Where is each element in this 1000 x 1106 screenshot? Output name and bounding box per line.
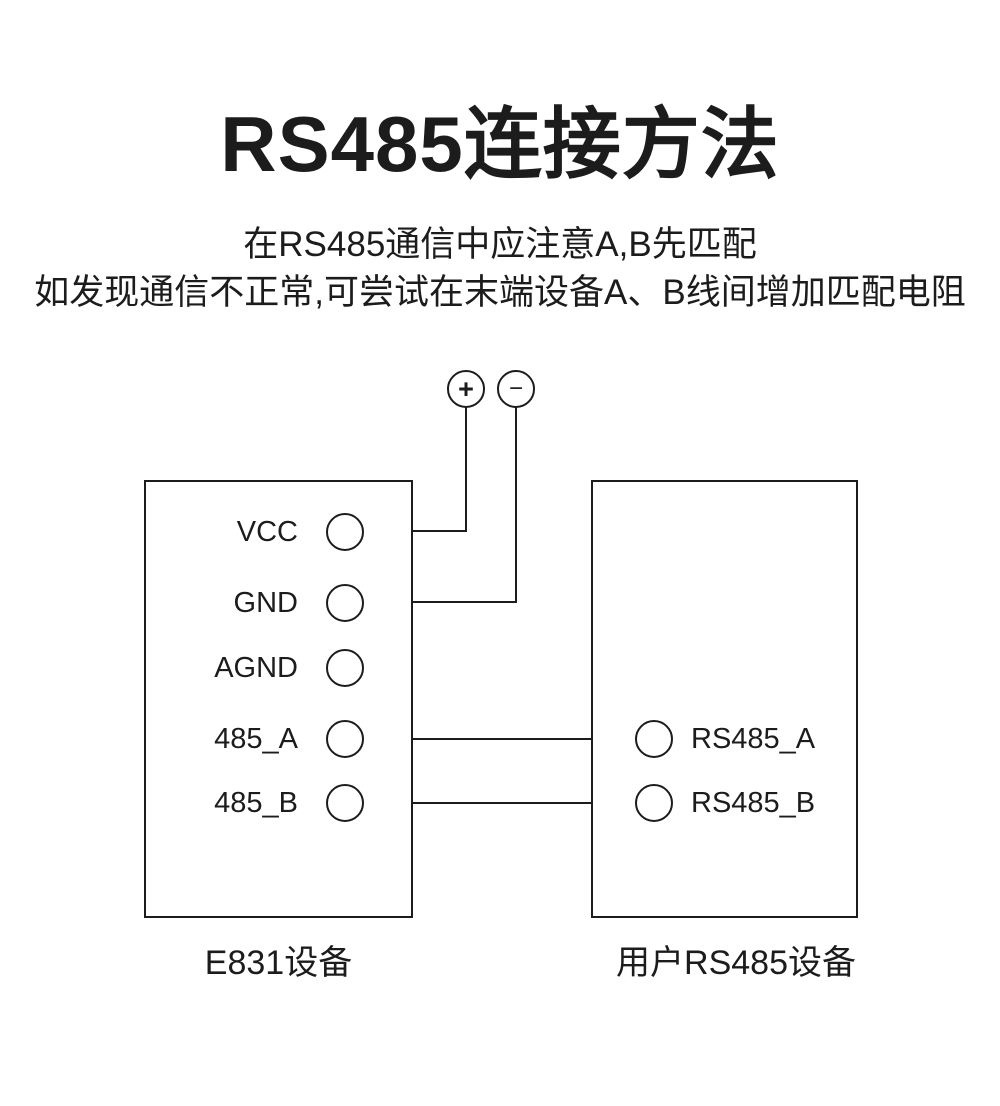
wire-negative-vertical bbox=[515, 407, 517, 603]
e831-device-caption: E831设备 bbox=[204, 944, 353, 982]
wire-485b-to-rs485b bbox=[362, 802, 636, 804]
pin-circle-485b bbox=[326, 784, 364, 822]
wire-485a-to-rs485a bbox=[362, 738, 636, 740]
positive-terminal-icon: + bbox=[447, 370, 485, 408]
wire-positive-vertical bbox=[465, 407, 467, 532]
pin-label-vcc: VCC bbox=[236, 516, 298, 548]
pin-label-rs485b: RS485_B bbox=[691, 787, 816, 819]
pin-label-485a: 485_A bbox=[214, 723, 298, 755]
pin-circle-485a bbox=[326, 720, 364, 758]
user-rs485-device-caption: 用户RS485设备 bbox=[616, 944, 856, 982]
negative-terminal-icon: − bbox=[497, 370, 535, 408]
positive-terminal-label: + bbox=[458, 373, 474, 404]
pin-circle-vcc bbox=[326, 513, 364, 551]
pin-label-485b: 485_B bbox=[214, 787, 298, 819]
wire-vcc-to-positive bbox=[362, 530, 467, 532]
negative-terminal-label: − bbox=[508, 375, 523, 402]
pin-circle-gnd bbox=[326, 584, 364, 622]
page-title: RS485连接方法 bbox=[220, 100, 780, 188]
subtitle-line-2: 如发现通信不正常,可尝试在末端设备A、B线间增加匹配电阻 bbox=[34, 273, 966, 312]
pin-circle-rs485b bbox=[635, 784, 673, 822]
subtitle-line-1: 在RS485通信中应注意A,B先匹配 bbox=[243, 225, 757, 264]
pin-label-agnd: AGND bbox=[214, 652, 298, 684]
pin-label-rs485a: RS485_A bbox=[691, 723, 816, 755]
pin-circle-agnd bbox=[326, 649, 364, 687]
user-rs485-device-box bbox=[591, 480, 858, 918]
pin-label-gnd: GND bbox=[233, 587, 298, 619]
wire-gnd-to-negative bbox=[362, 601, 517, 603]
pin-circle-rs485a bbox=[635, 720, 673, 758]
e831-device-box bbox=[144, 480, 413, 918]
